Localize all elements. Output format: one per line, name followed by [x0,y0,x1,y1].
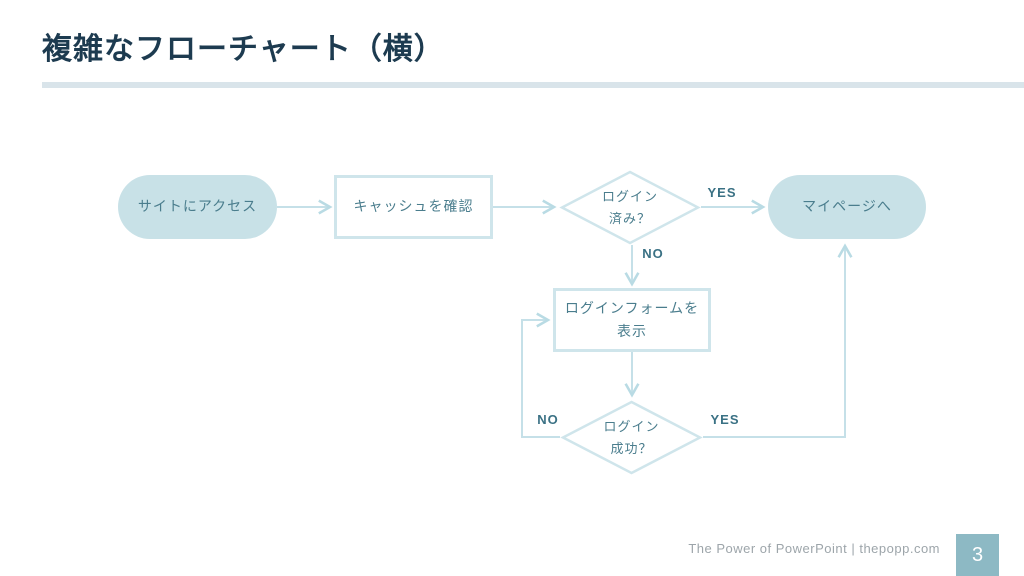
connector-login-success-yes-to-my-page [703,243,853,438]
node-label: キャッシュを確認 [353,198,474,215]
node-label: ログインフォームを 表示 [564,299,700,339]
edge-label-login-success-no: NO [537,412,559,427]
flowchart-node-my-page: マイページへ [768,175,926,239]
node-label: サイトにアクセス [137,198,258,215]
edge-label-logged-in-yes: YES [707,185,737,200]
footer-credit: The Power of PowerPoint | thepopp.com [688,541,940,556]
flowchart-node-start: サイトにアクセス [118,175,277,239]
flowchart-node-check-cache: キャッシュを確認 [334,175,493,239]
node-label: ログイン 成功？ [603,419,660,456]
diamond-shape [559,170,701,245]
flowchart-node-logged-in: ログイン 済み？ [559,170,701,245]
node-label: ログイン 済み？ [601,189,658,226]
diamond-shape [560,400,703,475]
flowchart-node-login-form: ログインフォームを 表示 [553,288,711,352]
node-label: マイページへ [802,198,892,215]
title-underline [42,82,1024,88]
edge-label-login-success-yes: YES [710,412,740,427]
edge-label-logged-in-no: NO [642,246,664,261]
page-number-box: 3 [956,534,999,576]
flowchart-node-login-success: ログイン 成功？ [560,400,703,475]
slide-title: 複雑なフローチャート（横） [42,33,445,66]
page-number: 3 [971,543,984,566]
